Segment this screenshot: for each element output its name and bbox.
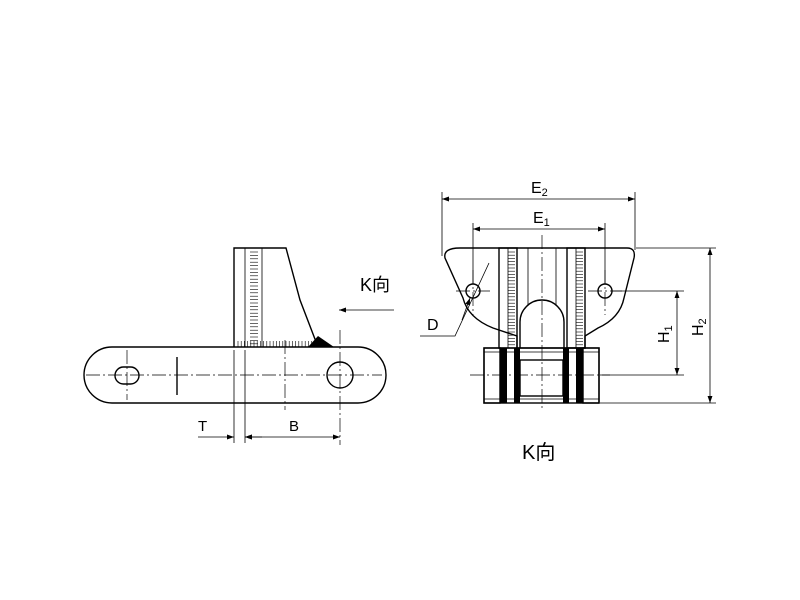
link-plate-outline — [83, 346, 387, 404]
dim-b-label: B — [289, 418, 299, 435]
left-inner-plate-2 — [514, 348, 520, 403]
right-inner-plate — [576, 348, 583, 403]
d-label: D — [427, 317, 439, 334]
right-inner-plate-2 — [563, 348, 569, 403]
d-leader-arrow — [461, 297, 471, 321]
e2-label: E2 — [531, 180, 548, 199]
k-view-arrow-label: K向 — [360, 275, 390, 295]
right-outer-plate — [582, 347, 600, 404]
attachment-blade — [233, 247, 319, 348]
e1-label: E1 — [533, 210, 550, 229]
dim-t-label: T — [198, 418, 207, 435]
d-leader — [420, 262, 490, 337]
k-view: E2 E1 D H1 H2 K向 — [420, 180, 716, 464]
left-inner-plate — [500, 348, 507, 403]
bushing — [519, 359, 564, 397]
center-arch — [519, 299, 565, 348]
side-view: T B K向 — [83, 247, 394, 445]
base-hatch-ticks — [237, 341, 319, 347]
left-outer-plate — [483, 347, 501, 404]
h1-label: H1 — [656, 325, 675, 343]
blade-hatch-ticks — [250, 251, 258, 345]
rib-hatch-ticks — [508, 251, 583, 346]
h2-label: H2 — [690, 318, 709, 336]
k-view-caption: K向 — [522, 441, 555, 464]
